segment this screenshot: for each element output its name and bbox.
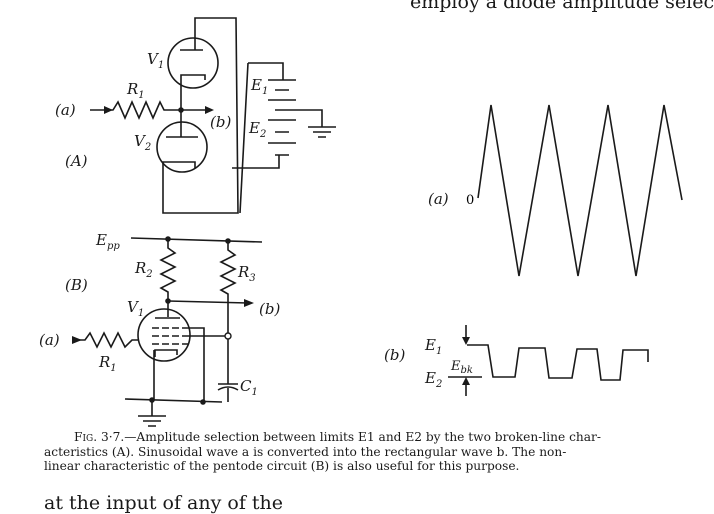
- label-ebk: Ebk: [450, 359, 473, 376]
- battery-e1-e2: [268, 79, 296, 156]
- label-epp: Epp: [95, 231, 120, 252]
- wire-output-b: [167, 300, 249, 304]
- resistor-r1-b: [72, 331, 139, 349]
- tube-grids: [152, 327, 188, 345]
- label-r1-b: R1: [98, 353, 117, 374]
- bottom-text-fragment: at the input of any of the: [44, 492, 284, 514]
- label-r3: R3: [237, 263, 256, 284]
- caption-fig-number: Fig. 3·7.: [74, 430, 125, 444]
- label-zero: 0: [466, 193, 474, 208]
- resistor-r3: [219, 241, 237, 334]
- waveform-b: (b) E1 E2 Ebk: [384, 325, 649, 396]
- wire-v1-plate: [162, 17, 239, 214]
- figure-caption: Fig. 3·7.—Amplitude selection between li…: [44, 430, 601, 474]
- circuit-b: Epp R2 R3 V1 R1 C1 (a) (b) (B): [39, 231, 280, 427]
- label-r1: R1: [126, 80, 145, 101]
- tube-v1-b: [137, 308, 191, 362]
- wire-v1-cathode: [180, 74, 206, 110]
- ground-icon: [138, 400, 166, 427]
- tube-cathode: [153, 349, 178, 400]
- resistor-r1-a: [90, 100, 208, 120]
- tube-v1-a: [167, 37, 219, 89]
- panel-label-a: (A): [65, 152, 88, 170]
- label-wave-b: (b): [384, 346, 405, 364]
- tube-v2-a: [156, 121, 208, 173]
- node-open: [224, 332, 232, 340]
- triangular-wave: [477, 104, 683, 277]
- wire-v2-plate: [166, 110, 198, 138]
- top-text-fragment: employ a diode amplitude selector: [410, 0, 714, 13]
- supply-line-epp: [130, 237, 263, 243]
- waveform-a: (a) 0: [428, 104, 683, 277]
- label-v2: V2: [134, 132, 151, 153]
- label-c1: C1: [240, 377, 258, 398]
- capacitor-c1: [217, 339, 239, 402]
- resistor-r2: [159, 239, 177, 301]
- wire-suppressor: [188, 327, 205, 402]
- node: [200, 399, 206, 405]
- caption-line-1: —Amplitude selection between limits E1 a…: [124, 430, 601, 444]
- arrow-icon: [72, 336, 82, 344]
- ground-icon: [289, 109, 336, 138]
- label-e1: E1: [250, 76, 268, 97]
- label-wave-a: (a): [428, 190, 449, 208]
- ground-line: [124, 398, 223, 403]
- circuit-a: V1 V2 R1 E1 E2 (a) (b) (A): [55, 17, 336, 214]
- label-e2: E2: [248, 119, 266, 140]
- label-v1: V1: [147, 50, 164, 71]
- rectangular-wave: [467, 344, 649, 381]
- caption-line-2: acteristics (A). Sinusoidal wave a is co…: [44, 444, 567, 459]
- label-e1-b: E1: [424, 336, 442, 357]
- label-input-b: (a): [39, 331, 60, 349]
- label-output-b: (b): [259, 300, 280, 318]
- arrow-icon: [244, 299, 254, 307]
- wire-battery: [232, 62, 284, 214]
- tube-plate: [155, 301, 180, 319]
- label-output-a: (b): [210, 113, 231, 131]
- label-v1-b: V1: [127, 298, 144, 319]
- label-e2-b: E2: [424, 369, 442, 390]
- panel-label-b: (B): [65, 276, 88, 294]
- label-input-a: (a): [55, 101, 76, 119]
- caption-line-3: linear characteristic of the pentode cir…: [44, 459, 520, 473]
- label-r2: R2: [134, 259, 153, 280]
